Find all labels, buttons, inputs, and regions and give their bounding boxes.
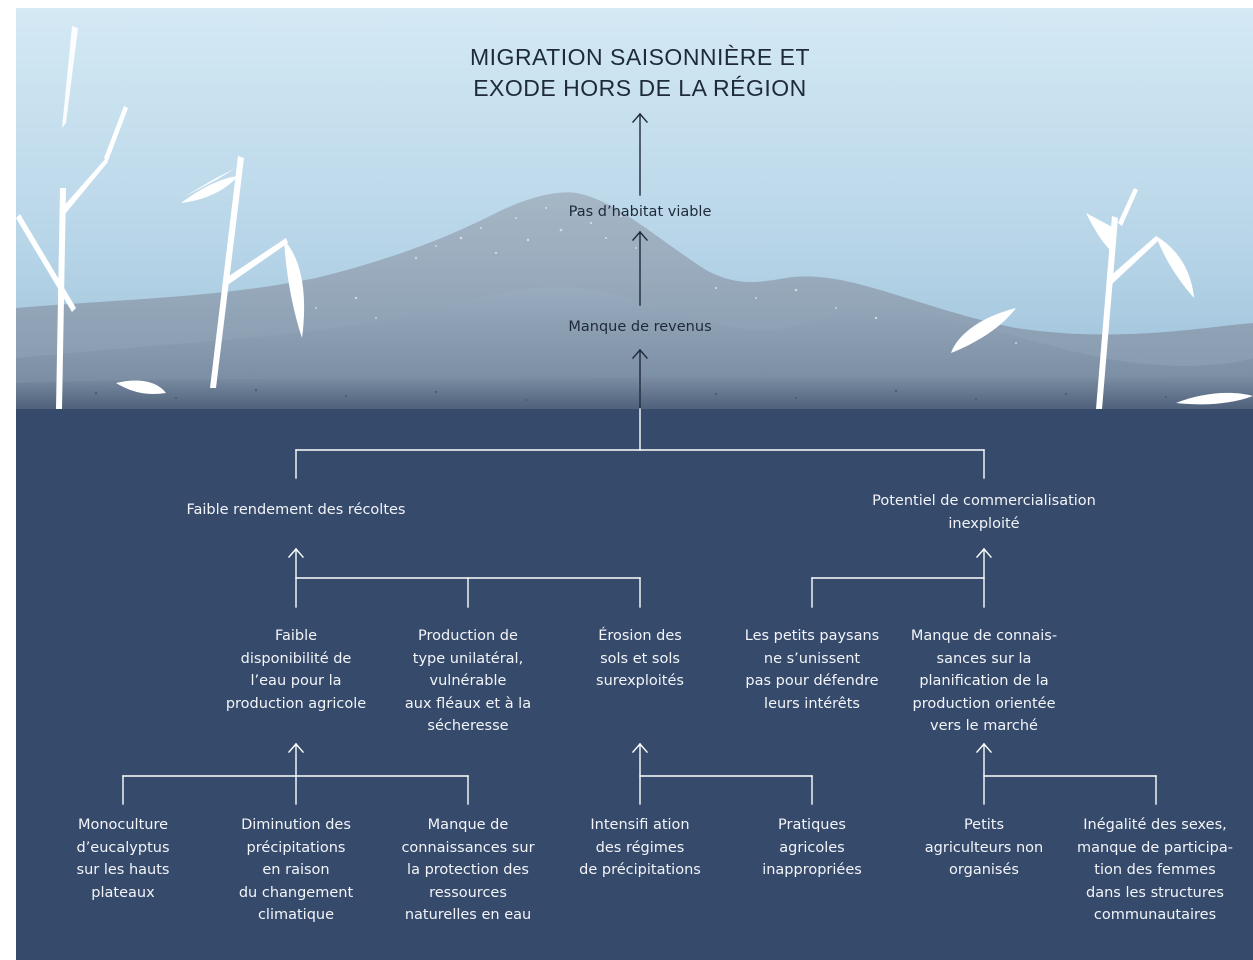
node-petits-paysans: Les petits paysans ne s’unissent pas pou… — [744, 628, 880, 712]
node-faible-disponibilite-eau: Faible disponibilité de l’eau pour la pr… — [225, 628, 367, 712]
node-erosion-des-sols: Érosion des sols et sols surexploités — [596, 628, 684, 689]
diagram-title: MIGRATION SAISONNIÈRE ET EXODE HORS DE L… — [340, 42, 940, 104]
title-line-1: MIGRATION SAISONNIÈRE ET — [470, 44, 810, 70]
causes-panel — [16, 409, 1253, 960]
node-pas-habitat-viable: Pas d’habitat viable — [568, 204, 712, 220]
node-faible-rendement: Faible rendement des récoltes — [186, 502, 406, 518]
node-petits-agriculteurs: Petits agriculteurs non organisés — [924, 817, 1044, 878]
node-manque-de-revenus: Manque de revenus — [568, 319, 712, 335]
node-intensification-precipitations: Intensifi ation des régimes de précipita… — [579, 817, 701, 878]
title-line-2: EXODE HORS DE LA RÉGION — [473, 75, 807, 101]
landscape-illustration — [16, 8, 1253, 409]
node-potentiel-commercialisation: Potentiel de commercialisation inexploit… — [872, 493, 1096, 532]
node-diminution-precipitations: Diminution des précipitations en raison … — [238, 817, 354, 923]
node-protection-ressources-eau: Manque de connaissances sur la protectio… — [401, 817, 535, 923]
node-pratiques-agricoles: Pratiques agricoles inappropriées — [762, 817, 862, 878]
node-inegalite-sexes: Inégalité des sexes, manque de participa… — [1077, 817, 1233, 923]
node-monoculture-eucalyptus: Monoculture d’eucalyptus sur les hauts p… — [76, 817, 170, 901]
sky-background — [16, 8, 1253, 409]
node-production-unilaterale: Production de type unilatéral, vulnérabl… — [404, 628, 532, 734]
node-manque-connaissances-marche: Manque de connais- sances sur la planifi… — [910, 628, 1058, 734]
